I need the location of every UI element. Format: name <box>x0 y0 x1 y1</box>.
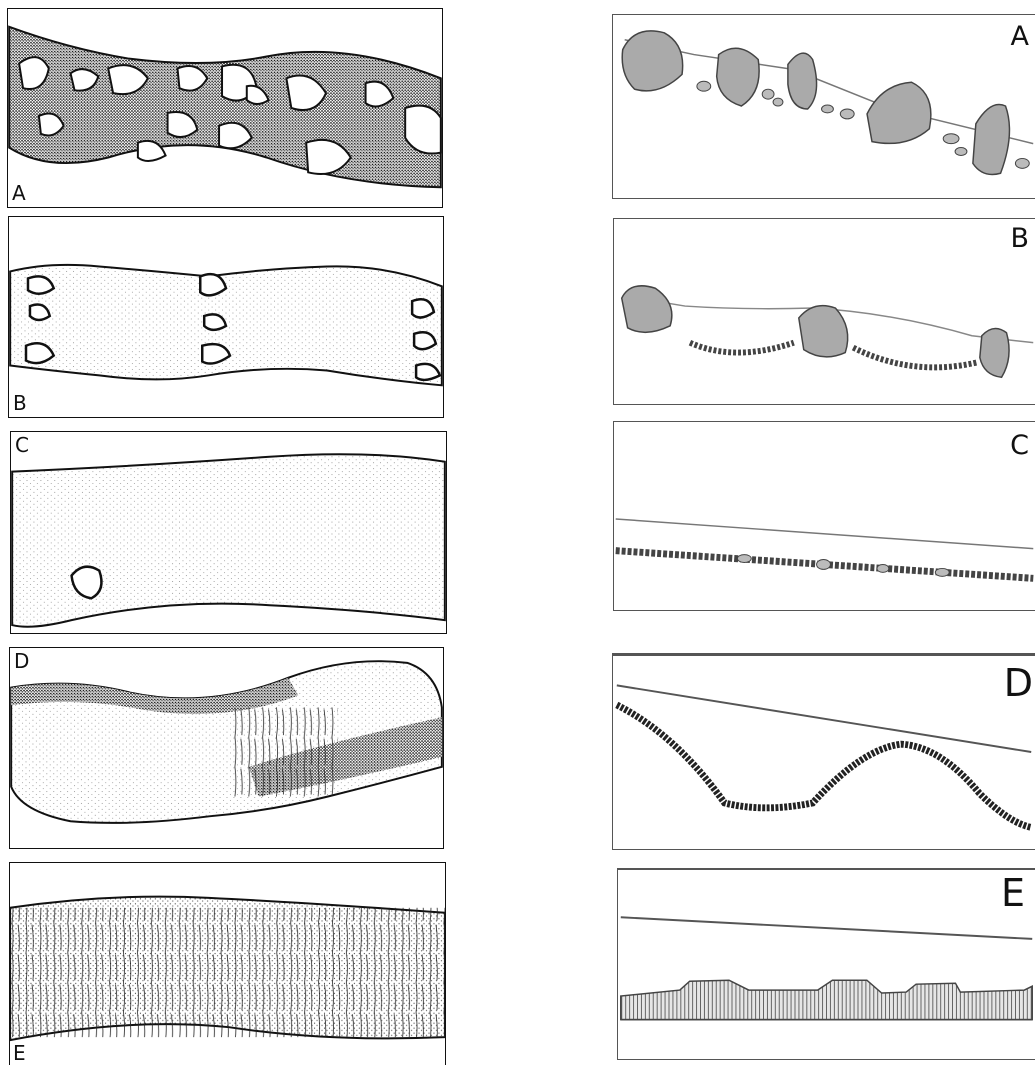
plan-view-c: C <box>10 431 447 634</box>
plan-c-label: C <box>15 435 29 455</box>
water-surface <box>625 40 1034 144</box>
step-boulders <box>622 31 1009 175</box>
profile-view-b-drawing <box>614 219 1035 404</box>
plan-view-d-drawing <box>10 648 443 848</box>
profile-view-c-drawing <box>614 422 1035 610</box>
plan-view-d: D <box>9 647 444 849</box>
transverse-ribs <box>229 707 338 796</box>
profile-c-label: C <box>1010 432 1029 459</box>
plan-view-e-drawing <box>10 863 445 1065</box>
plan-e-label: E <box>13 1043 26 1063</box>
profile-b-label: B <box>1010 225 1029 252</box>
profile-view-e-drawing <box>618 870 1035 1059</box>
profile-a-label: A <box>1011 23 1029 50</box>
profile-view-b: B <box>613 218 1035 405</box>
profile-view-a-drawing <box>613 15 1035 198</box>
plan-d-label: D <box>14 651 29 671</box>
profile-view-c: C <box>613 421 1035 611</box>
step-boulders <box>622 286 1009 377</box>
profile-view-d-drawing <box>613 656 1035 849</box>
plan-view-b-drawing <box>9 217 443 417</box>
profile-d-label: D <box>1004 664 1033 702</box>
plan-a-label: A <box>12 183 26 203</box>
channel-fill <box>12 454 445 627</box>
profile-view-d: D <box>612 653 1035 850</box>
profile-view-e: E <box>617 868 1035 1060</box>
bedrock-bed <box>621 980 1032 1019</box>
plan-view-c-drawing <box>11 432 446 633</box>
water-surface <box>621 917 1032 939</box>
plan-b-label: B <box>13 393 27 413</box>
plan-view-b: B <box>8 216 444 418</box>
water-surface <box>617 685 1031 752</box>
water-surface <box>616 519 1034 549</box>
profile-view-a: A <box>612 14 1035 199</box>
longitudinal-streaks <box>10 908 445 1037</box>
plan-view-a: A <box>7 8 443 208</box>
dune-bed <box>617 705 1031 827</box>
plan-view-e: E <box>9 862 446 1065</box>
plan-view-a-drawing <box>8 9 442 207</box>
profile-e-label: E <box>1001 874 1025 912</box>
